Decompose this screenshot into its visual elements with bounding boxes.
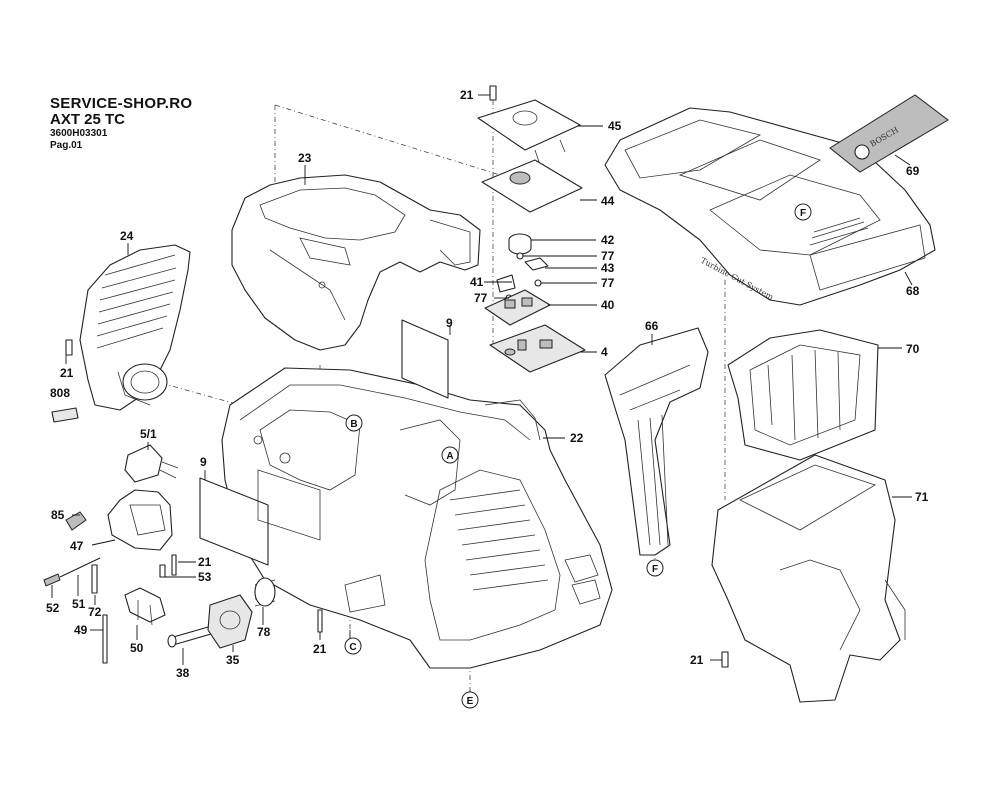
part-number-66: 66 — [645, 319, 659, 333]
reference-marker-E: E — [461, 691, 479, 709]
label-plate-part — [51, 407, 79, 423]
part-number-47: 47 — [70, 539, 84, 553]
part-number-41: 41 — [470, 275, 484, 289]
svg-text:F: F — [800, 208, 806, 219]
cable-holder-part — [107, 489, 173, 551]
part-number-9: 9 — [200, 455, 207, 469]
part-number-4: 4 — [601, 345, 608, 359]
svg-text:F: F — [652, 564, 658, 575]
part-number-40: 40 — [601, 298, 615, 312]
part-numbers: 21 45 44 42 77 43 41 77 77 40 4 23 24 21… — [46, 88, 929, 680]
part-number-49: 49 — [74, 623, 88, 637]
part-number-51: 51 — [72, 597, 86, 611]
part-number-42: 42 — [601, 233, 615, 247]
part-number-45: 45 — [608, 119, 622, 133]
page-number: Pag.01 — [50, 140, 83, 151]
switch-plate-lower-part — [481, 159, 583, 213]
part-number-78: 78 — [257, 625, 271, 639]
part-number-77: 77 — [601, 249, 615, 263]
material-pusher-part — [604, 327, 709, 556]
part-number-21: 21 — [690, 653, 704, 667]
part-number-77: 77 — [474, 291, 488, 305]
part-number-22: 22 — [570, 431, 584, 445]
circuit-board-part — [489, 324, 586, 373]
reference-marker-F-pusher: F — [646, 559, 664, 577]
part-number-50: 50 — [130, 641, 144, 655]
part-number-69: 69 — [906, 164, 920, 178]
collection-box-part — [711, 454, 906, 703]
part-number-77: 77 — [601, 276, 615, 290]
shop-name: SERVICE-SHOP.RO — [50, 95, 193, 112]
label-sticker-upper-part — [401, 319, 449, 399]
reference-marker-B: B — [345, 414, 363, 432]
part-code: 3600H03301 — [50, 128, 108, 139]
part-number-53: 53 — [198, 570, 212, 584]
part-number-21: 21 — [313, 642, 327, 656]
main-housing-body-part — [221, 367, 613, 669]
part-number-38: 38 — [176, 666, 190, 680]
reference-marker-F-hopper: F — [794, 203, 812, 221]
title-block: SERVICE-SHOP.RO AXT 25 TC 3600H03301 Pag… — [50, 96, 192, 151]
svg-text:A: A — [446, 451, 453, 462]
part-number-85: 85 — [51, 508, 65, 522]
top-housing-cover-part — [231, 174, 481, 351]
part-number-43: 43 — [601, 261, 615, 275]
part-number-23: 23 — [298, 151, 312, 165]
part-number-9: 9 — [446, 316, 453, 330]
switch-buttons-group — [496, 233, 549, 302]
switch-bracket-part — [124, 587, 166, 626]
svg-text:E: E — [467, 696, 474, 707]
part-number-71: 71 — [915, 490, 929, 504]
part-number-70: 70 — [906, 342, 920, 356]
reference-marker-C: C — [344, 637, 362, 655]
part-number-44: 44 — [601, 194, 615, 208]
part-number-68: 68 — [906, 284, 920, 298]
part-number-808: 808 — [50, 386, 70, 400]
label-sticker-lower-part — [199, 469, 321, 566]
rods-group — [43, 557, 108, 664]
switch-module-part — [484, 289, 551, 326]
cable-clamp-part — [124, 444, 179, 483]
part-number-21: 21 — [198, 555, 212, 569]
motor-cover-part — [79, 244, 191, 411]
small-screws-group — [65, 85, 729, 668]
switch-plate-upper-part — [477, 99, 581, 166]
part-number-5-1: 5/1 — [140, 427, 157, 441]
part-number-52: 52 — [46, 601, 60, 615]
part-number-21: 21 — [460, 88, 474, 102]
svg-text:C: C — [349, 642, 356, 653]
knob-assembly-group — [167, 577, 276, 649]
part-number-35: 35 — [226, 653, 240, 667]
grass-basket-insert-part — [727, 329, 879, 461]
part-number-24: 24 — [120, 229, 134, 243]
bosch-logo-plate-part: BOSCH — [829, 94, 949, 173]
reference-marker-A: A — [441, 446, 459, 464]
svg-text:B: B — [350, 419, 357, 430]
part-number-21: 21 — [60, 366, 74, 380]
part-number-72: 72 — [88, 605, 102, 619]
model-name: AXT 25 TC — [50, 111, 126, 128]
